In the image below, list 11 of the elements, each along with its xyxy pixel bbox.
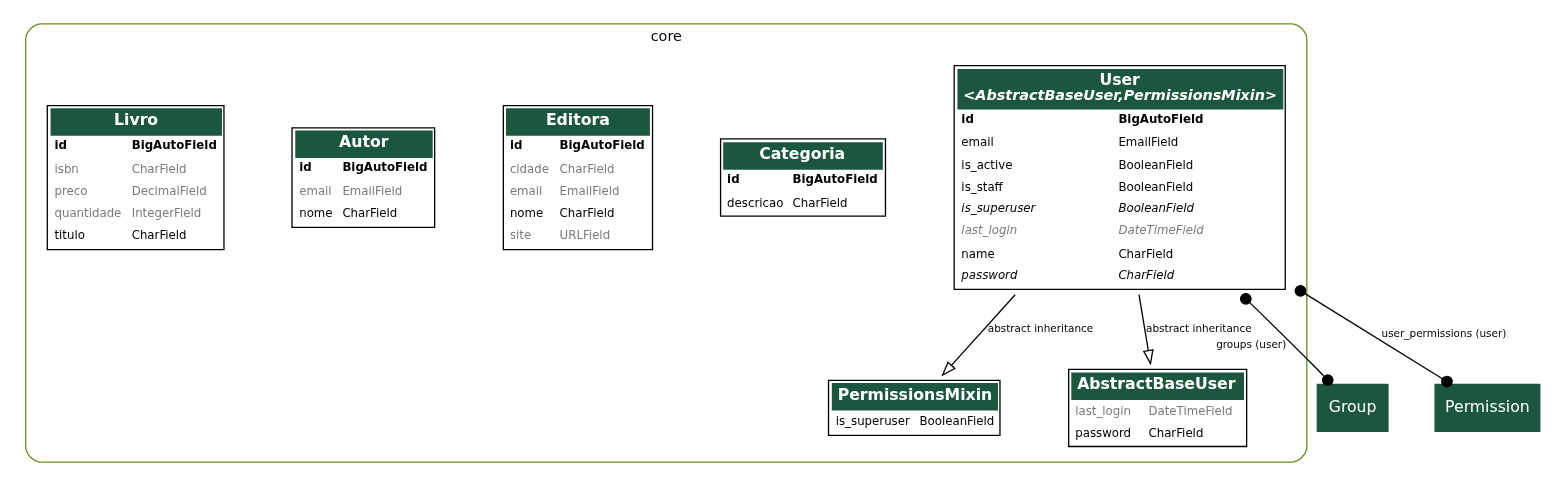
node-box: Group	[1316, 383, 1389, 433]
connector	[1239, 292, 1334, 386]
node-box: Categoria id BigAutoField descricao CharField	[719, 138, 887, 217]
connector	[1294, 284, 1453, 388]
arrow	[941, 294, 1016, 377]
node-box: Permission	[1434, 383, 1541, 433]
arrow	[1138, 294, 1154, 366]
edge-label: abstract inheritance	[1146, 321, 1252, 334]
edge-label: abstract inheritance	[987, 321, 1094, 334]
edge-label: groups (user)	[1216, 337, 1287, 350]
edge-label: user_permissions (user)	[1381, 326, 1507, 339]
